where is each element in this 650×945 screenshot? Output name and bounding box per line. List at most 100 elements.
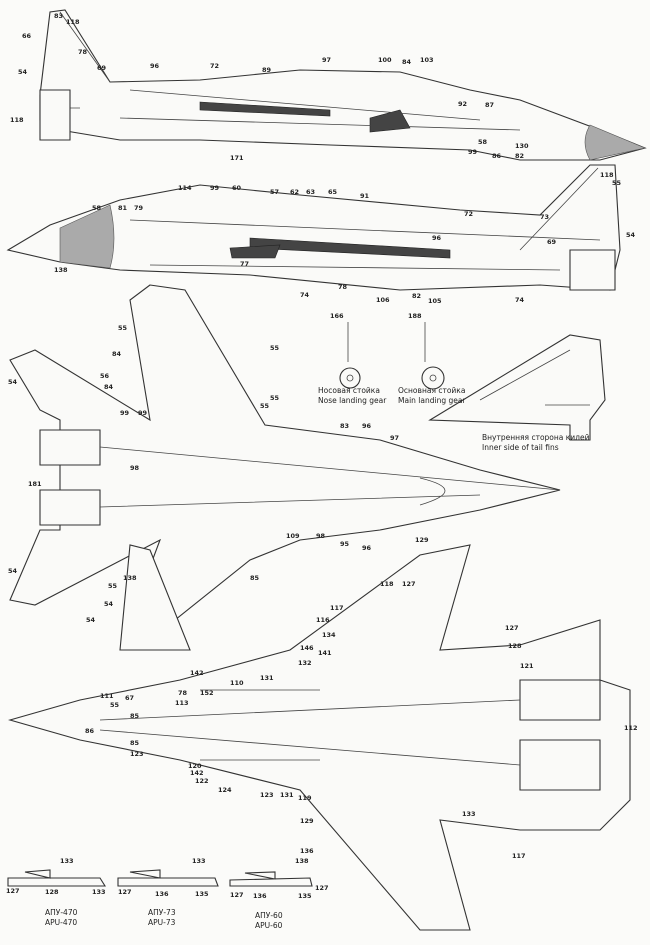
callout-number: 129 <box>415 536 429 544</box>
pylon-label: 136 <box>155 890 169 898</box>
callout-number: 96 <box>362 544 372 552</box>
callout-number: 73 <box>540 213 549 221</box>
main-gear-caption-en: Main landing gear <box>398 396 466 405</box>
callout-number: 63 <box>306 188 315 196</box>
callout-number: 91 <box>360 192 370 200</box>
main-gear-caption-ru: Основная стойка <box>398 386 465 395</box>
pylon-3-en: APU-60 <box>255 921 283 930</box>
callout-number: 118 <box>380 580 394 588</box>
callout-number: 97 <box>390 434 399 442</box>
callout-number: 138 <box>54 266 68 274</box>
callout-number: 117 <box>512 852 526 860</box>
callout-number: 69 <box>547 238 557 246</box>
callout-number: 100 <box>378 56 392 64</box>
callout-number: 57 <box>270 188 279 196</box>
callout-number: 131 <box>260 674 274 682</box>
callout-number: 54 <box>626 231 636 239</box>
callout-number: 85 <box>130 712 140 720</box>
callout-number: 56 <box>100 372 110 380</box>
pylon-3-ru: АПУ-60 <box>255 911 283 920</box>
pylon-label: 128 <box>45 888 59 896</box>
callout-number: 84 <box>112 350 122 358</box>
callout-number: 127 <box>315 884 329 892</box>
callout-number: 84 <box>402 58 412 66</box>
callout-number: 82 <box>515 152 524 160</box>
pylon-label: 135 <box>298 892 312 900</box>
bottom-view <box>7 544 631 931</box>
callout-number: 95 <box>340 540 350 548</box>
callout-number: 129 <box>300 817 314 825</box>
callout-number: 132 <box>298 659 312 667</box>
landing-gear <box>339 322 445 390</box>
callout-number: 119 <box>298 794 312 802</box>
pylon-label: 127 <box>6 887 20 895</box>
callout-number: 96 <box>150 62 160 70</box>
callout-number: 54 <box>8 567 18 575</box>
callout-number: 99 <box>138 409 148 417</box>
callout-number: 142 <box>190 769 204 777</box>
callout-number: 55 <box>270 394 280 402</box>
callout-number: 152 <box>200 689 214 697</box>
side-view-left <box>39 9 647 161</box>
callout-number: 77 <box>240 260 249 268</box>
callout-number: 72 <box>210 62 219 70</box>
nose-gear-caption-ru: Носовая стойка <box>318 386 380 395</box>
callout-number: 99 <box>210 184 220 192</box>
callout-number: 138 <box>123 574 137 582</box>
pylon-1-en: APU-470 <box>45 918 77 927</box>
callout-number: 55 <box>270 344 280 352</box>
callout-number: 84 <box>104 383 114 391</box>
callout-number: 113 <box>175 699 189 707</box>
callout-number: 99 <box>468 148 478 156</box>
callout-number: 122 <box>195 777 209 785</box>
callout-number: 106 <box>376 296 390 304</box>
callout-number: 98 <box>316 532 326 540</box>
pylon-label: 138 <box>295 857 309 865</box>
callout-number: 54 <box>8 378 18 386</box>
nose-gear-caption-en: Nose landing gear <box>318 396 387 405</box>
callout-number: 60 <box>232 184 242 192</box>
callout-number: 117 <box>330 604 344 612</box>
callout-number: 72 <box>464 210 473 218</box>
callout-number: 62 <box>290 188 299 196</box>
callout-number: 82 <box>412 292 421 300</box>
callout-number: 92 <box>458 100 467 108</box>
pylon-label: 133 <box>192 857 206 865</box>
callout-number: 131 <box>280 791 294 799</box>
callout-number: 136 <box>300 847 314 855</box>
callout-number: 58 <box>92 204 102 212</box>
callout-number: 58 <box>478 138 488 146</box>
callout-number: 55 <box>108 582 118 590</box>
callout-number: 130 <box>515 142 529 150</box>
side-view-right <box>6 164 621 291</box>
callout-number: 81 <box>118 204 128 212</box>
callout-number: 111 <box>100 692 114 700</box>
callout-number: 105 <box>428 297 442 305</box>
callout-number: 120 <box>188 762 202 770</box>
callout-number: 87 <box>485 101 494 109</box>
callout-number: 121 <box>520 662 534 670</box>
callout-number: 78 <box>338 283 348 291</box>
pylon-label: 127 <box>118 888 132 896</box>
pylon-2-ru: АПУ-73 <box>148 908 176 917</box>
inner-tail-fin <box>428 334 606 441</box>
callout-number: 123 <box>260 791 274 799</box>
callout-number: 127 <box>505 624 519 632</box>
pylon-label: 136 <box>253 892 267 900</box>
callout-number: 118 <box>10 116 24 124</box>
callout-number: 55 <box>110 701 120 709</box>
callout-number: 74 <box>515 296 525 304</box>
callout-number: 65 <box>328 188 338 196</box>
tail-caption-en: Inner side of tail fins <box>482 443 559 452</box>
callout-number: 116 <box>316 616 330 624</box>
callout-number: 83 <box>340 422 349 430</box>
callout-number: 166 <box>330 312 344 320</box>
callout-number: 118 <box>66 18 80 26</box>
callout-number: 114 <box>178 184 192 192</box>
callout-number: 109 <box>286 532 300 540</box>
callout-number: 146 <box>300 644 314 652</box>
callout-number: 112 <box>624 724 638 732</box>
callout-number: 134 <box>322 631 336 639</box>
